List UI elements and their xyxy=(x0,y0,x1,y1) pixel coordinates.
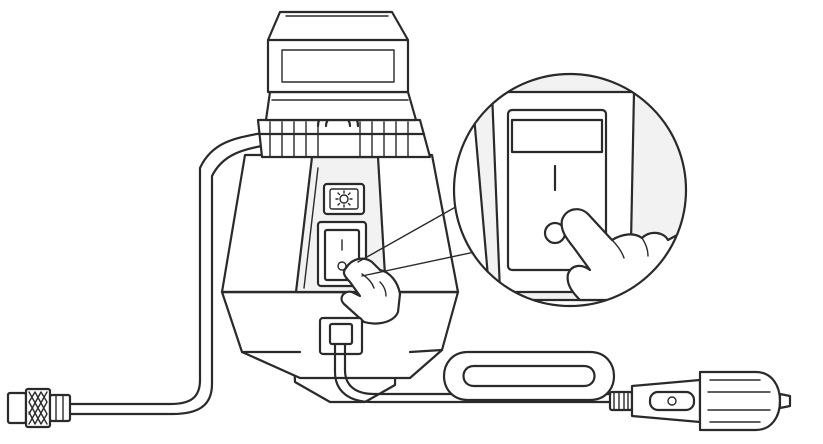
car-plug-icon xyxy=(608,370,792,432)
power-cord xyxy=(333,343,615,404)
light-bulb-icon xyxy=(335,190,353,208)
zoom-callout-lines xyxy=(357,199,485,277)
zoom-detail xyxy=(452,72,688,308)
light-button[interactable] xyxy=(322,182,366,216)
power-cord-port xyxy=(318,316,364,356)
air-hose xyxy=(68,131,264,416)
pointing-hand-icon-small xyxy=(340,257,402,325)
hose-nozzle-icon xyxy=(6,387,72,429)
